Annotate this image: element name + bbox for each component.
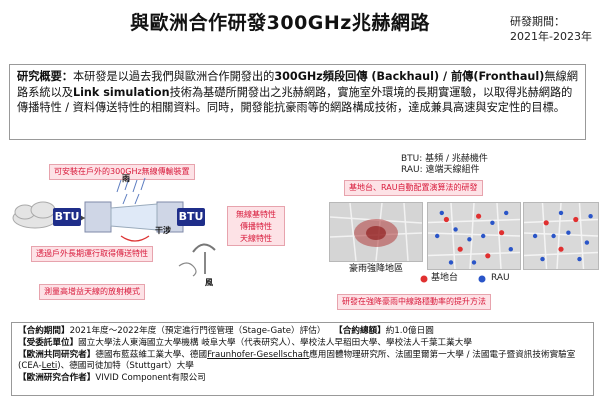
research-period: 研發期間： 2021年-2023年 bbox=[510, 14, 592, 44]
overview-text-1: 本研發是以過去我們與歐洲合作開發出的 bbox=[72, 70, 275, 83]
base-station-dot bbox=[499, 230, 505, 236]
longterm-operation-box: 透過戶外長期運行取得傳送特性 bbox=[31, 246, 153, 262]
base-station-dot bbox=[476, 213, 482, 219]
eu-partner-line: 【歐洲研究合作者】VIVID Component有限公司 bbox=[18, 373, 587, 385]
outdoor-device-box: 可安裝在戶外的300GHz無線傳輸裝置 bbox=[49, 164, 195, 180]
rau-dot bbox=[584, 240, 590, 245]
base-station-dot-icon bbox=[420, 275, 428, 283]
wind-label: 風 bbox=[205, 278, 213, 287]
heavy-rain-method-box: 研發在強降豪雨中線路穩動率的提升方法 bbox=[337, 294, 491, 310]
base-station-dot bbox=[573, 216, 579, 223]
eu-researchers-value-2: 應用固體物理研究所、法國里爾第一大學 / 法國電子暨資訊技術實驗室(CEA- bbox=[18, 349, 576, 372]
rau-dot bbox=[448, 260, 454, 265]
eu-researchers-key: 【歐洲共同研究者】 bbox=[18, 349, 96, 360]
rau-dot bbox=[588, 214, 593, 219]
overview-text-3: 技術為基礎所開發出之兆赫網路，實施室外環境的長期實運驗，以取得兆赫網路的傳播特性… bbox=[17, 85, 573, 115]
rau-dot bbox=[453, 227, 458, 232]
recipient-value: 國立大學法人東海國立大學機構 岐阜大學（代表研究人）、學校法人早稻田大學、學校法… bbox=[78, 337, 472, 348]
legend-rau-text: RAU: 遠端天線組件 bbox=[401, 165, 480, 175]
interference-label: 干涉 bbox=[155, 226, 171, 235]
eu-researchers-value-3: )、德國司徒加特（Stuttgart）大學 bbox=[57, 361, 194, 372]
contract-total-value: 約1.0億日圓 bbox=[385, 326, 434, 336]
interference-arc bbox=[120, 235, 150, 242]
eu-researchers-leti: Leti bbox=[41, 361, 58, 372]
rau-dot-icon bbox=[478, 275, 486, 283]
base-station-algorithm-box: 基地台、RAU自動配置演算法的研發 bbox=[344, 180, 483, 196]
contract-period-value: 2021年度～2022年度（預定進行門徑管理（Stage-Gate）評估） bbox=[69, 326, 326, 336]
base-station-dot bbox=[558, 246, 564, 252]
period-value: 2021年-2023年 bbox=[510, 30, 592, 43]
base-station-dot bbox=[443, 216, 449, 223]
rain-label: 雨 bbox=[122, 174, 130, 183]
rau-dot bbox=[566, 230, 571, 235]
system-diagram: 可安裝在戶外的300GHz無線傳輸裝置 BTU bbox=[9, 150, 599, 318]
rau-dot bbox=[508, 247, 513, 252]
page-title: 與歐洲合作研發300GHz兆赫網路 bbox=[130, 12, 430, 34]
contract-line: 【合約期間】2021年度～2022年度（預定進行門徑管理（Stage-Gate）… bbox=[18, 326, 587, 338]
eu-researchers-value-1: 德國布藍茲維工業大學、德國 bbox=[95, 349, 208, 360]
rain-area-map bbox=[329, 202, 423, 262]
characteristics-box: 無線基特性 傳播特性 天線特性 bbox=[227, 206, 285, 246]
legend-rau: RAU bbox=[491, 273, 510, 283]
contract-period-key: 【合約期間】 bbox=[18, 326, 70, 336]
legend-btu-text: BTU: 基頻 / 兆赫機件 bbox=[401, 154, 488, 164]
left-antenna-icon bbox=[84, 201, 112, 233]
rau-dot bbox=[551, 233, 556, 239]
char-line-3: 天線特性 bbox=[240, 234, 272, 243]
overview-lead: 研究概要： bbox=[17, 70, 73, 83]
rau-dot bbox=[467, 237, 472, 242]
overview-text-2: 無線網路系統以及 bbox=[17, 70, 578, 99]
base-station-dot bbox=[457, 246, 463, 252]
rau-dot bbox=[481, 233, 486, 239]
overview-highlight-2: Link simulation bbox=[72, 85, 170, 99]
contract-info: 【合約期間】2021年度～2022年度（預定進行門徑管理（Stage-Gate）… bbox=[11, 322, 594, 396]
legend-base-station: 基地台 bbox=[431, 273, 459, 283]
deployment-map-2 bbox=[523, 202, 599, 270]
char-line-1: 無線基特性 bbox=[236, 210, 276, 219]
rau-dot bbox=[435, 233, 440, 239]
base-station-dot bbox=[485, 253, 491, 259]
recipient-line: 【受委託單位】國立大學法人東海國立大學機構 岐阜大學（代表研究人）、學校法人早稻… bbox=[18, 338, 587, 350]
eu-partner-value: VIVID Component有限公司 bbox=[95, 373, 206, 384]
rau-dot bbox=[490, 220, 495, 225]
btu-left-badge: BTU bbox=[53, 208, 81, 226]
eu-researchers-line: 【歐洲共同研究者】德國布藍茲維工業大學、德國Fraunhofer-Gesells… bbox=[18, 350, 587, 374]
rau-dot bbox=[439, 210, 444, 216]
recipient-key: 【受委託單位】 bbox=[18, 337, 79, 348]
rain-area-caption: 豪雨強降地區 bbox=[349, 264, 404, 274]
research-overview: 研究概要：本研發是以過去我們與歐洲合作開發出的300GHz頻段回傳 (Backh… bbox=[9, 64, 586, 140]
base-station-dot bbox=[543, 220, 549, 226]
link-illustration bbox=[12, 177, 216, 277]
deployment-map-1 bbox=[427, 202, 521, 270]
overview-highlight-1: 300GHz頻段回傳 (Backhaul) / 前傳(Fronthaul) bbox=[274, 70, 545, 83]
eu-researchers-fraunhofer: Fraunhofer-Gesellschaft bbox=[207, 349, 310, 360]
btu-right-badge: BTU bbox=[177, 208, 205, 226]
rau-dot bbox=[471, 260, 477, 265]
rau-dot bbox=[577, 256, 582, 262]
rau-dot bbox=[504, 210, 509, 216]
rau-dot bbox=[540, 256, 545, 262]
wind-icon bbox=[178, 262, 197, 277]
eu-partner-key: 【歐洲研究合作者】 bbox=[18, 373, 96, 384]
char-line-2: 傳播特性 bbox=[240, 222, 272, 231]
radiation-pattern-box: 測量高增益天線的放射模式 bbox=[39, 284, 145, 300]
rau-dot bbox=[532, 233, 538, 239]
contract-total-key: 【合約總額】 bbox=[334, 326, 386, 336]
rau-dot bbox=[558, 210, 564, 216]
period-label: 研發期間： bbox=[510, 15, 565, 28]
